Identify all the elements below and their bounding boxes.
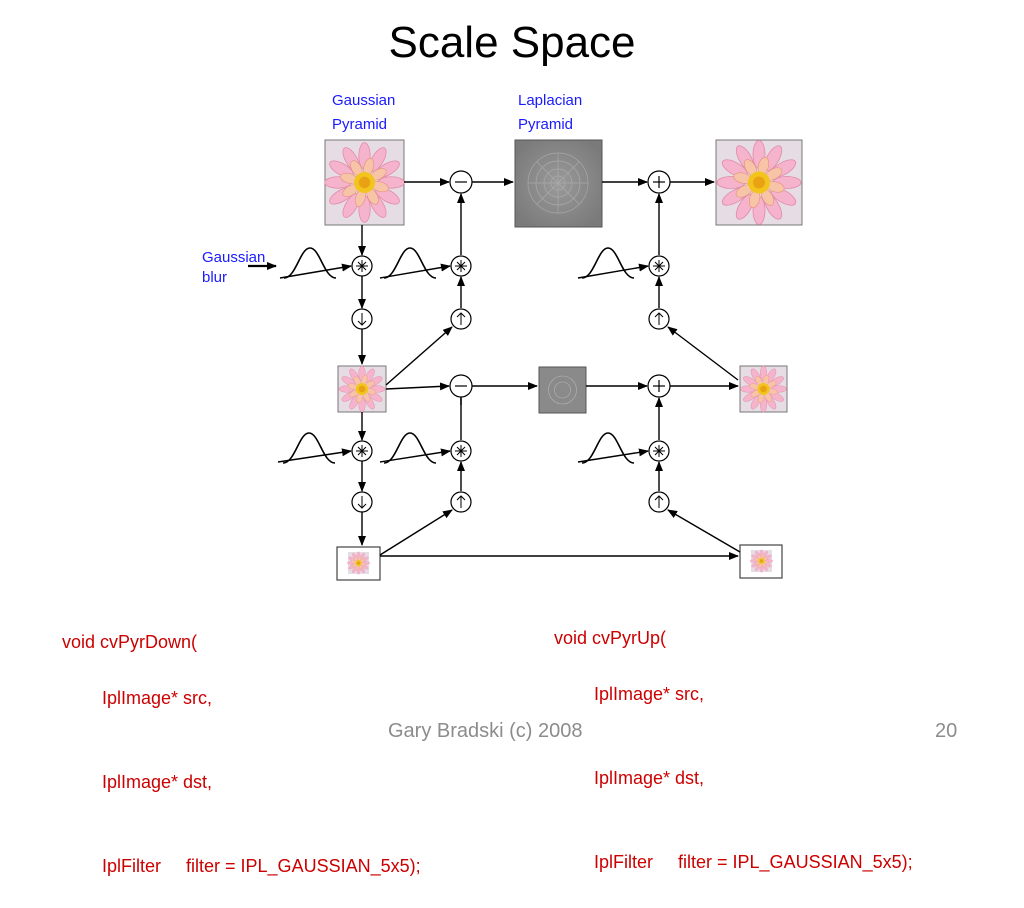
page-number: 20 — [935, 720, 958, 742]
svg-text:Pyramid: Pyramid — [518, 116, 573, 133]
convolve-operator — [450, 440, 472, 462]
cvpyrup-signature: void cvPyrUp( IplImage* src, IplImage* d… — [544, 596, 913, 904]
svg-text:Pyramid: Pyramid — [332, 116, 387, 133]
subtract-operator — [449, 374, 473, 398]
gaussian-kernel-icon — [379, 247, 451, 279]
upsample-operator — [648, 491, 670, 513]
code-line: void cvPyrDown( — [62, 632, 198, 652]
cvpyrdown-signature: void cvPyrDown( IplImage* src, IplImage*… — [52, 600, 421, 908]
gaussian-kernel-icon — [379, 432, 451, 464]
reconstructed-level0-image — [715, 139, 803, 226]
code-line: IplImage* src, — [102, 688, 213, 708]
reconstructed-level1-image — [739, 365, 788, 413]
laplacian-pyramid-label: Laplacian Pyramid — [518, 92, 582, 133]
gaussian-blur-label: Gaussian blur — [202, 249, 265, 286]
laplacian-level0-image — [514, 139, 603, 228]
svg-text:Laplacian: Laplacian — [518, 92, 582, 109]
add-operator — [647, 170, 671, 194]
gaussian-kernel-icons — [277, 247, 649, 464]
reconstructed-level2-image — [739, 544, 783, 579]
footer-author: Gary Bradski (c) 2008 — [388, 720, 583, 742]
subtract-operator — [449, 170, 473, 194]
gaussian-level1-image — [337, 365, 387, 413]
convolve-operator — [351, 440, 373, 462]
downsample-operator — [351, 308, 373, 330]
laplacian-level1-image — [538, 366, 587, 414]
upsample-operator — [450, 308, 472, 330]
svg-text:Gaussian: Gaussian — [332, 92, 395, 109]
gaussian-level2-image — [336, 546, 381, 581]
flow-arrows — [248, 178, 741, 560]
gaussian-pyramid-label: Gaussian Pyramid — [332, 92, 395, 133]
upsample-operator — [450, 491, 472, 513]
code-line: IplImage* dst, — [594, 768, 705, 788]
svg-text:blur: blur — [202, 269, 227, 286]
gaussian-kernel-icon — [279, 247, 352, 279]
code-line: void cvPyrUp( — [554, 628, 667, 648]
gaussian-kernel-icon — [577, 432, 649, 464]
convolve-operator — [648, 255, 670, 277]
code-line: IplImage* src, — [594, 684, 705, 704]
gaussian-level0-image — [324, 139, 405, 226]
code-line: IplImage* dst, — [102, 772, 213, 792]
gaussian-kernel-icon — [277, 432, 352, 464]
svg-text:Gaussian: Gaussian — [202, 249, 265, 266]
downsample-operator — [351, 491, 373, 513]
convolve-operator — [648, 440, 670, 462]
gaussian-kernel-icon — [577, 247, 649, 279]
convolve-operator — [450, 255, 472, 277]
pyramid-diagram: Gaussian Pyramid Laplacian Pyramid Gauss… — [202, 92, 803, 581]
code-line: IplFilter filter = IPL_GAUSSIAN_5x5); — [594, 852, 913, 872]
code-line: IplFilter filter = IPL_GAUSSIAN_5x5); — [102, 856, 421, 876]
convolve-operator — [351, 255, 373, 277]
slide-title: Scale Space — [388, 18, 636, 67]
upsample-operator — [648, 308, 670, 330]
add-operator — [647, 374, 671, 398]
